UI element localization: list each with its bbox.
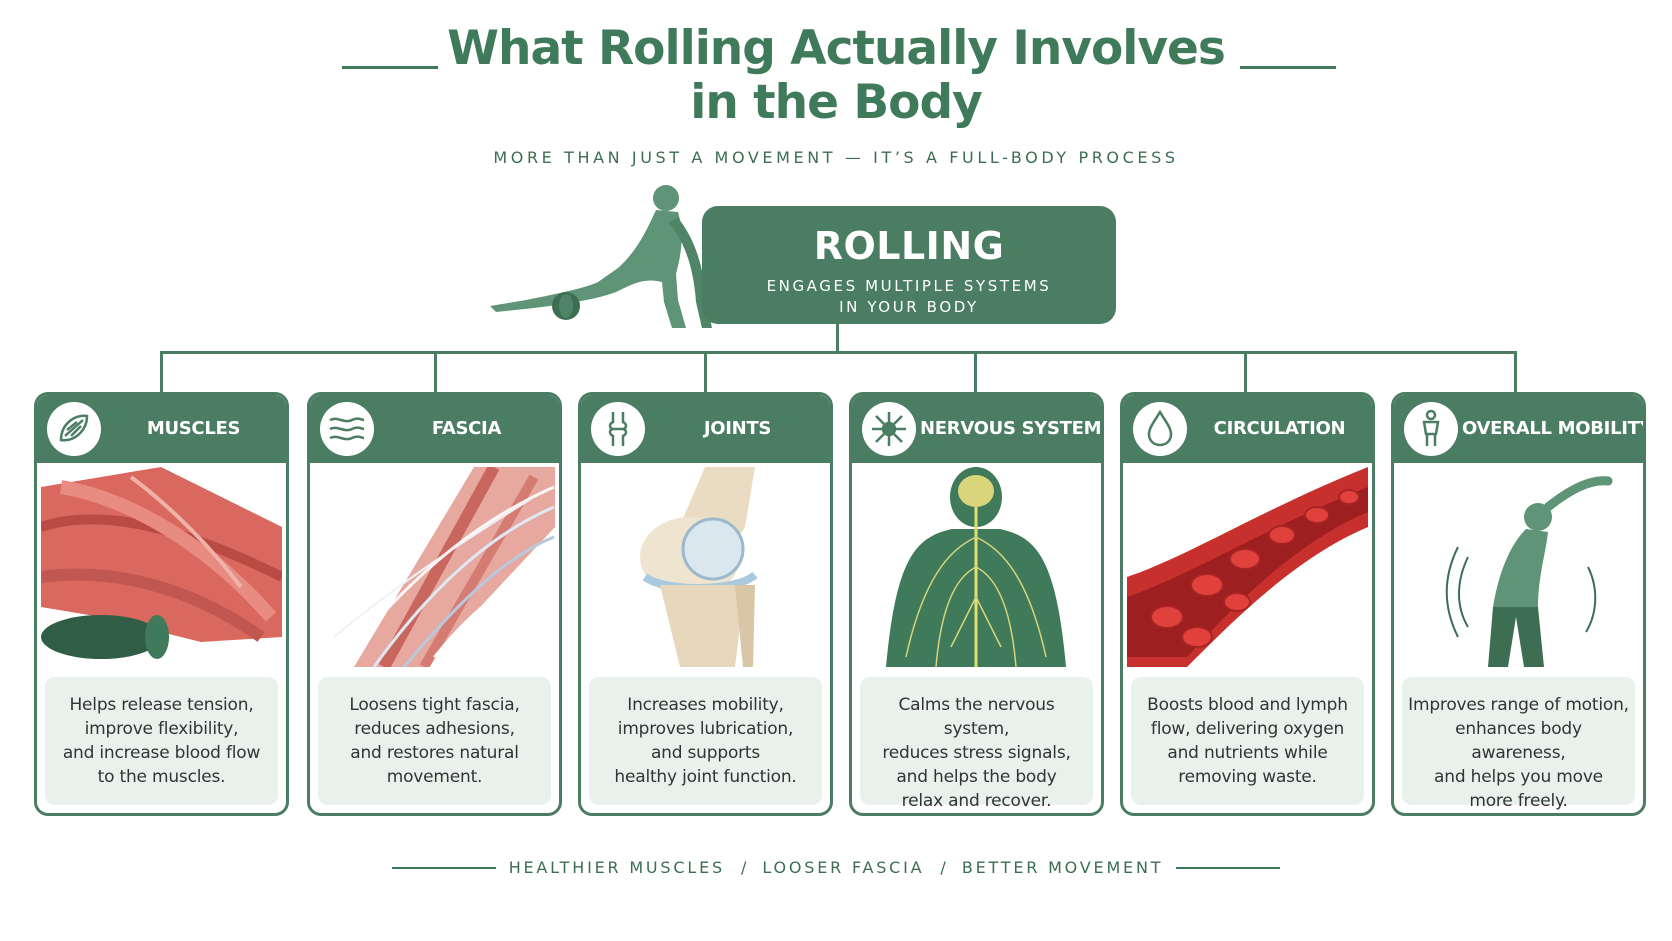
hub-subtitle-line-2: IN YOUR BODY (839, 298, 979, 316)
card-overall-mobility: OVERALL MOBILITY Improves range of motio… (1391, 392, 1646, 816)
card-title: FASCIA (431, 418, 502, 439)
description-line: and helps you move (1434, 767, 1603, 787)
footer-separator: / (940, 858, 946, 877)
card-header: NERVOUS SYSTEM (852, 395, 1101, 463)
description-line: enhances body awareness, (1455, 719, 1582, 763)
foam-roller-figure-illustration (486, 182, 726, 332)
description-line: and helps the body (896, 767, 1057, 787)
description-line: improve flexibility, (84, 719, 239, 739)
description-line: reduces adhesions, (354, 719, 515, 739)
card-header: FASCIA (310, 395, 559, 463)
card-muscles: MUSCLES Helps release tension, improve f… (34, 392, 289, 816)
card-header: JOINTS (581, 395, 830, 463)
footer-item: BETTER MOVEMENT (961, 858, 1164, 877)
person-icon (1404, 402, 1458, 456)
description-line: Helps release tension, (69, 695, 254, 715)
connector-drop-3 (704, 351, 707, 394)
card-circulation: CIRCULATION Boosts blood and lymph flow,… (1120, 392, 1375, 816)
title-rule-right (1240, 66, 1336, 69)
description-line: to the muscles. (97, 767, 226, 787)
blood-vessel-illustration (1127, 467, 1368, 667)
connector-drop-2 (434, 351, 437, 394)
connector-bar (160, 351, 1516, 354)
joint-icon (591, 402, 645, 456)
title-line-2: in the Body (690, 75, 983, 130)
description-line: removing waste. (1178, 767, 1317, 787)
page-subtitle: MORE THAN JUST A MOVEMENT — IT’S A FULL-… (493, 148, 1179, 167)
description-line: Increases mobility, (627, 695, 784, 715)
hub-stem (836, 324, 839, 353)
card-fascia: FASCIA Loosens tight fascia, reduces adh… (307, 392, 562, 816)
description-line: and supports (650, 743, 761, 763)
connector-drop-1 (160, 351, 163, 394)
footer-rule-right (1176, 867, 1280, 869)
description-line: and nutrients while (1167, 743, 1328, 763)
description-line: more freely. (1469, 791, 1568, 811)
description-line: Boosts blood and lymph (1147, 695, 1348, 715)
description-line: Loosens tight fascia, (349, 695, 520, 715)
description-line: improves lubrication, (617, 719, 794, 739)
description-line: Calms the nervous system, (898, 695, 1055, 739)
hub-subtitle-line-1: ENGAGES MULTIPLE SYSTEMS (766, 277, 1052, 295)
card-title: OVERALL MOBILITY (1462, 418, 1646, 439)
card-nervous-system: NERVOUS SYSTEM Calms the nervous system,… (849, 392, 1104, 816)
footer-item: HEALTHIER MUSCLES (508, 858, 725, 877)
card-header: MUSCLES (37, 395, 286, 463)
footer-item: LOOSER FASCIA (762, 858, 925, 877)
hub-subtitle: ENGAGES MULTIPLE SYSTEMS IN YOUR BODY (702, 276, 1116, 318)
card-description: Calms the nervous system, reduces stress… (860, 677, 1093, 811)
card-description: Helps release tension, improve flexibili… (45, 677, 278, 805)
description-line: reduces stress signals, (882, 743, 1071, 763)
connector-drop-4 (974, 351, 977, 394)
description-line: movement. (386, 767, 483, 787)
fascia-illustration (314, 467, 555, 667)
card-description: Increases mobility, improves lubrication… (589, 677, 822, 805)
title-rule-left (342, 66, 438, 69)
card-title: CIRCULATION (1213, 418, 1346, 439)
card-header: OVERALL MOBILITY (1394, 395, 1643, 463)
card-description: Loosens tight fascia, reduces adhesions,… (318, 677, 551, 805)
rolling-hub: ROLLING ENGAGES MULTIPLE SYSTEMS IN YOUR… (702, 206, 1116, 324)
muscle-icon (47, 402, 101, 456)
drop-icon (1133, 402, 1187, 456)
card-header: CIRCULATION (1123, 395, 1372, 463)
card-description: Improves range of motion, enhances body … (1402, 677, 1635, 811)
muscle-illustration (41, 467, 282, 667)
description-line: flow, delivering oxygen (1150, 719, 1345, 739)
neuron-icon (862, 402, 916, 456)
nervous-system-illustration (856, 467, 1097, 667)
card-joints: JOINTS Increases mobility, improves lubr… (578, 392, 833, 816)
connector-drop-6 (1514, 351, 1517, 394)
footer-tagline: HEALTHIER MUSCLES / LOOSER FASCIA / BETTER M… (0, 858, 1672, 877)
stretching-figure-illustration (1398, 467, 1639, 667)
footer-rule-left (392, 867, 496, 869)
title-line-1: What Rolling Actually Involves (447, 21, 1226, 76)
card-title: MUSCLES (146, 418, 241, 439)
knee-joint-illustration (585, 467, 826, 667)
description-line: Improves range of motion, (1408, 695, 1629, 715)
hub-title: ROLLING (813, 224, 1005, 268)
description-line: healthy joint function. (614, 767, 797, 787)
card-title: NERVOUS SYSTEM (920, 418, 1102, 439)
card-description: Boosts blood and lymph flow, delivering … (1131, 677, 1364, 805)
card-title: JOINTS (703, 418, 772, 439)
connector-drop-5 (1244, 351, 1247, 394)
description-line: relax and recover. (901, 791, 1052, 811)
footer-separator: / (740, 858, 747, 877)
description-line: and restores natural (350, 743, 519, 763)
page-title: What Rolling Actually Involves in the Bo… (0, 22, 1672, 130)
description-line: and increase blood flow (62, 743, 261, 763)
fascia-icon (320, 402, 374, 456)
